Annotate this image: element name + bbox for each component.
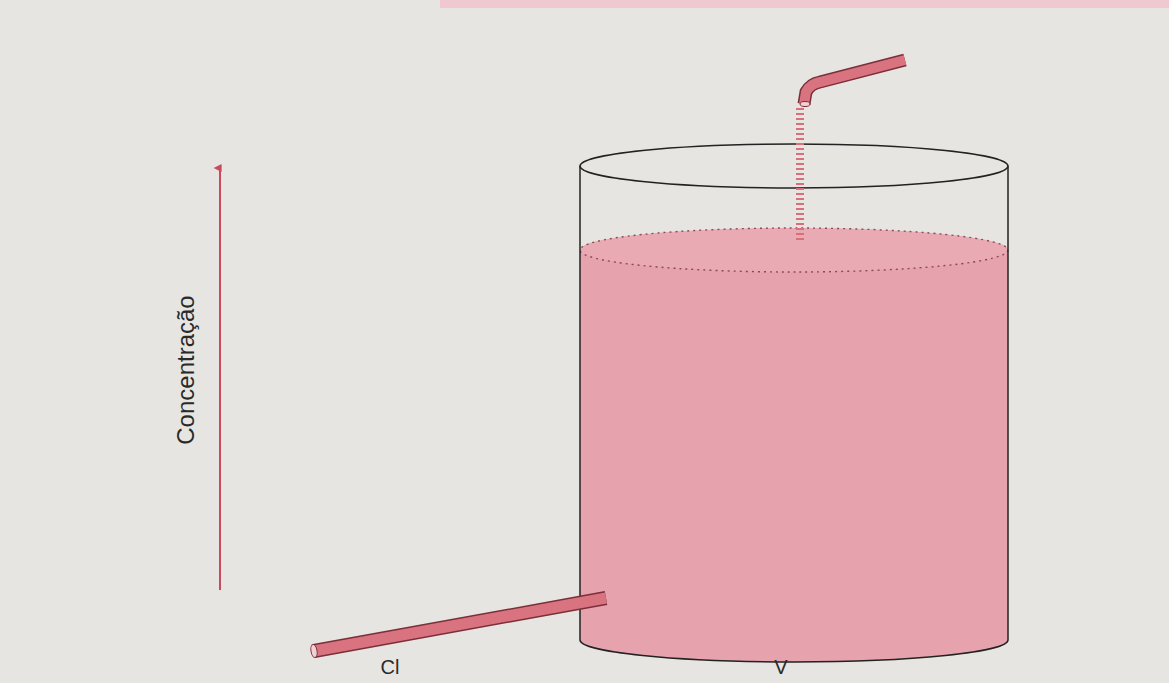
inflow-stream bbox=[796, 108, 804, 240]
tube-opening bbox=[800, 102, 810, 107]
outflow-tube bbox=[314, 598, 606, 651]
concentration-arrow bbox=[219, 168, 221, 590]
liquid bbox=[580, 228, 1008, 662]
beaker-wall bbox=[579, 166, 581, 640]
page-strip bbox=[440, 0, 1169, 8]
inflow-tube bbox=[804, 60, 905, 104]
volume-label: V bbox=[774, 657, 787, 677]
axis-label: Concentração bbox=[174, 295, 198, 444]
clearance-label: Cl bbox=[381, 657, 400, 677]
beaker-bottom bbox=[580, 640, 1008, 662]
beaker-wall bbox=[1007, 166, 1009, 640]
inflow-tube bbox=[804, 60, 905, 104]
tube-opening bbox=[310, 644, 318, 658]
liquid-surface bbox=[580, 228, 1008, 272]
outflow-tube bbox=[314, 598, 606, 651]
beaker-rim bbox=[580, 144, 1008, 188]
